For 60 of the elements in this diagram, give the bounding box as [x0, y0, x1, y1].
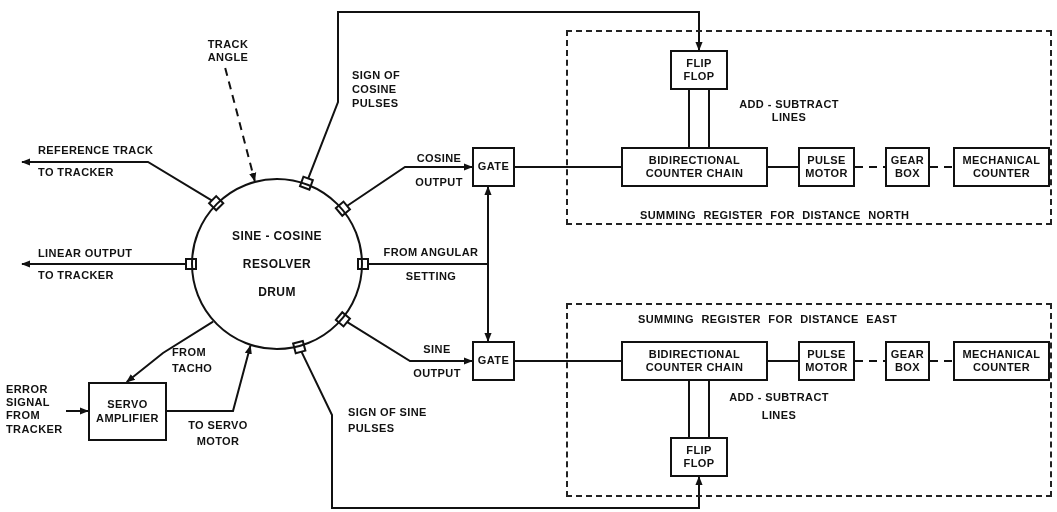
register-title: SUMMING REGISTER FOR DISTANCE NORTH	[640, 209, 910, 221]
edge-label: COSINE OUTPUT	[414, 151, 464, 190]
block-label: PULSE MOTOR	[804, 153, 849, 181]
block-box	[798, 341, 855, 381]
block-label: FLIP FLOP	[682, 56, 716, 84]
block-label: GATE	[476, 354, 511, 368]
connector-line	[708, 89, 710, 148]
block-box	[670, 437, 728, 477]
block-label: GEAR BOX	[889, 153, 926, 181]
edge-label: ADD - SUBTRACT LINES	[728, 390, 830, 423]
dashed-register-frame	[566, 303, 1052, 497]
block-box	[472, 341, 515, 381]
arrow	[125, 320, 215, 383]
edge-label: TO SERVO MOTOR	[187, 418, 249, 449]
block-box	[953, 147, 1050, 187]
block-box	[472, 147, 515, 187]
connector-line	[929, 166, 954, 168]
connector-line	[929, 360, 954, 362]
drum-label: SINE - COSINE RESOLVER DRUM	[231, 228, 323, 301]
connector-line	[514, 166, 622, 168]
block-box	[88, 382, 167, 441]
block-label: GATE	[476, 160, 511, 174]
edge-label: FROM TACHO	[172, 345, 214, 376]
edge-label: ADD - SUBTRACT LINES	[738, 98, 840, 124]
block-label: PULSE MOTOR	[804, 347, 849, 375]
register-title: SUMMING REGISTER FOR DISTANCE EAST	[638, 313, 898, 325]
arrow	[224, 67, 257, 182]
block-label: BIDIRECTIONAL COUNTER CHAIN	[644, 153, 745, 181]
connector-line	[708, 380, 710, 438]
block-label: BIDIRECTIONAL COUNTER CHAIN	[644, 347, 745, 375]
block-label: MECHANICAL COUNTER	[961, 347, 1042, 375]
signal-label: TRACK ANGLE	[200, 38, 256, 68]
block-label: GEAR BOX	[889, 347, 926, 375]
edge-label: LINEAR OUTPUT TO TRACKER	[38, 246, 134, 283]
connector-line	[767, 166, 799, 168]
connector-line	[767, 360, 799, 362]
edge-label: FROM ANGULAR SETTING	[382, 245, 480, 284]
connector-line	[688, 89, 690, 148]
edge-label: SINE OUTPUT	[412, 342, 462, 381]
arrow	[65, 407, 89, 415]
arrow	[166, 344, 252, 412]
block-box	[885, 341, 930, 381]
block-label: MECHANICAL COUNTER	[961, 153, 1042, 181]
signal-label: ERROR SIGNAL FROM TRACKER	[6, 383, 66, 443]
edge-label: REFERENCE TRACK TO TRACKER	[38, 143, 155, 180]
block-box	[621, 341, 768, 381]
block-box	[798, 147, 855, 187]
connector-line	[514, 360, 622, 362]
connector-line	[688, 380, 690, 438]
dashed-register-frame	[566, 30, 1052, 225]
block-label: SERVO AMPLIFIER	[95, 398, 160, 425]
edge-label: SIGN OF COSINE PULSES	[352, 68, 402, 110]
block-box	[885, 147, 930, 187]
connector-line	[854, 360, 886, 362]
connector-line	[854, 166, 886, 168]
block-box	[670, 50, 728, 90]
edge-label: SIGN OF SINE PULSES	[348, 405, 428, 436]
block-box	[621, 147, 768, 187]
block-label: FLIP FLOP	[682, 443, 716, 471]
block-box	[953, 341, 1050, 381]
